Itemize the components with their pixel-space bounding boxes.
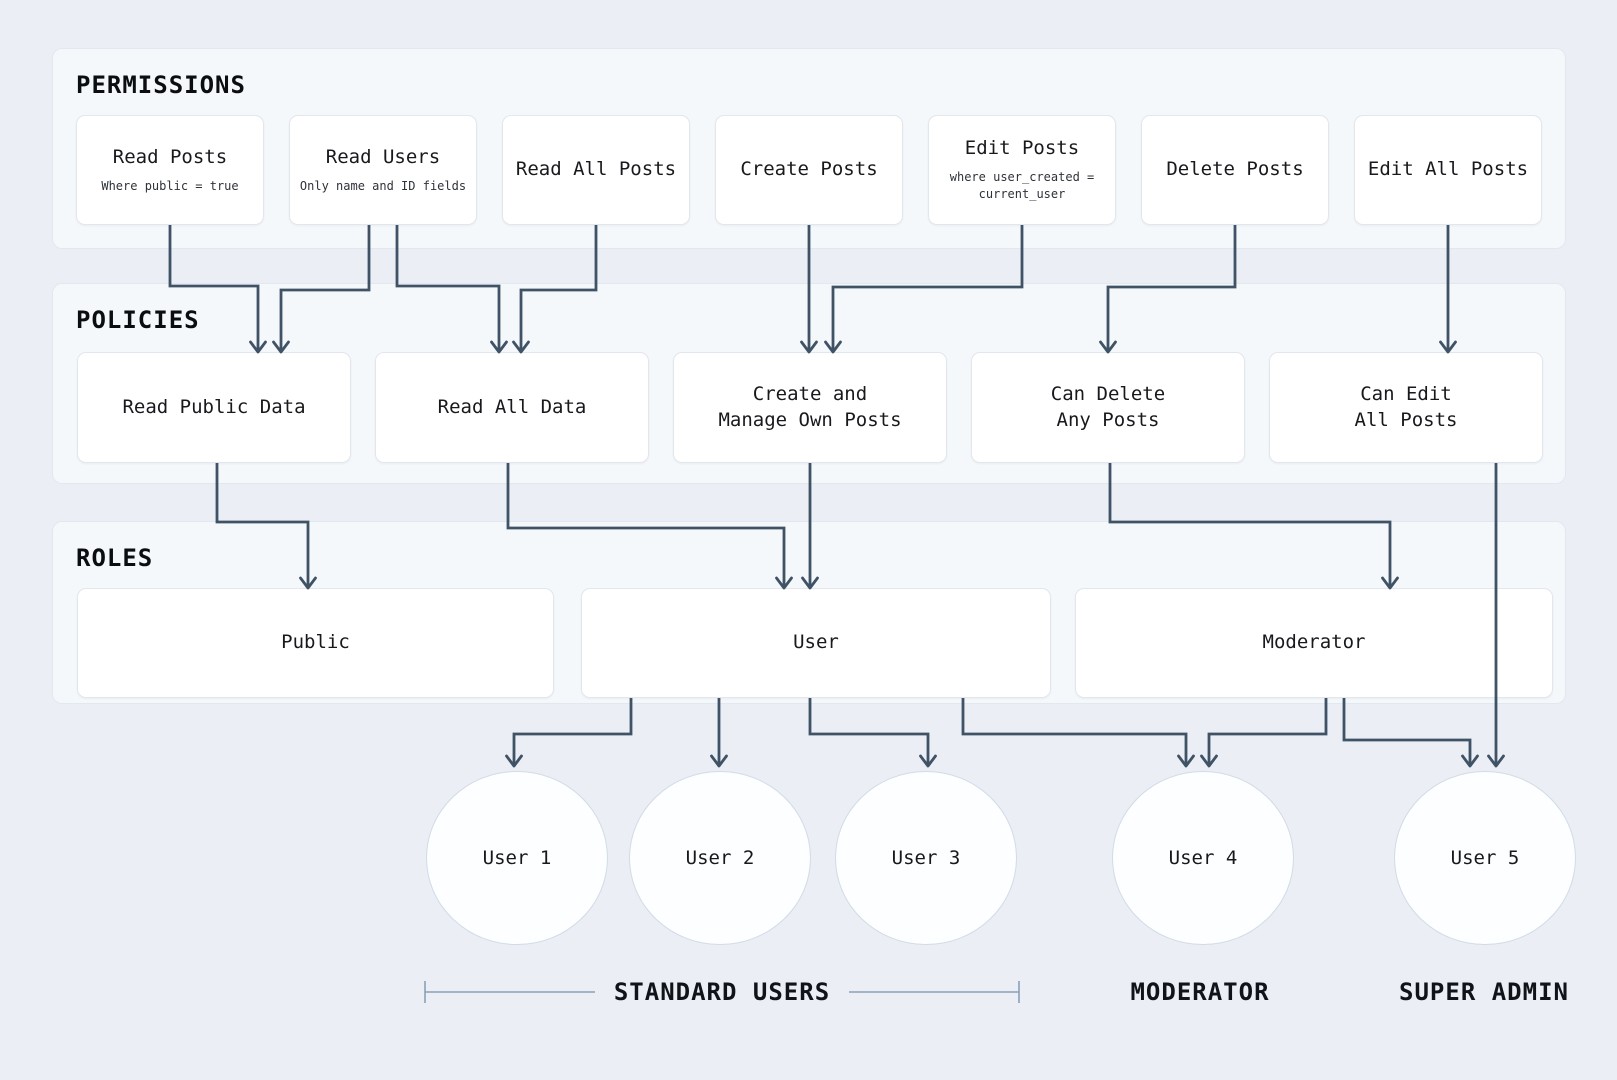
- policy-node-read-all-data: Read All Data: [375, 352, 649, 463]
- edge-user-to-user-2: [710, 698, 728, 768]
- user-circle-4: User 4: [1112, 771, 1294, 945]
- user-circle-label: User 2: [685, 847, 755, 869]
- arrowhead: [1487, 754, 1505, 768]
- permission-node-read-users: Read Users Only name and ID fields: [289, 115, 477, 225]
- permission-node-edit-posts: Edit Posts where user_created = current_…: [928, 115, 1116, 225]
- edge-user-to-user-3: [808, 698, 937, 768]
- node-title: Public: [281, 631, 350, 654]
- group-label-moderator: MODERATOR: [1130, 978, 1270, 1006]
- user-circle-label: User 5: [1450, 847, 1520, 869]
- policies-section-title: POLICIES: [76, 306, 200, 334]
- node-subtitle: Where public = true: [101, 178, 239, 193]
- edge-moderator-to-user-4: [1200, 698, 1328, 768]
- permission-node-delete-posts: Delete Posts: [1141, 115, 1329, 225]
- permission-node-read-all-posts: Read All Posts: [502, 115, 690, 225]
- arrowhead: [1177, 754, 1195, 768]
- node-title: Moderator: [1262, 631, 1366, 654]
- permission-node-read-posts: Read Posts Where public = true: [76, 115, 264, 225]
- user-circle-3: User 3: [835, 771, 1017, 945]
- user-circle-5: User 5: [1394, 771, 1576, 945]
- node-title: User: [793, 631, 839, 654]
- node-title: Create and Manage Own Posts: [718, 382, 902, 431]
- edge-user-to-user-4: [961, 698, 1195, 768]
- node-title: Edit All Posts: [1367, 158, 1529, 181]
- user-circle-2: User 2: [629, 771, 811, 945]
- user-circle-label: User 3: [891, 847, 961, 869]
- node-title: Read Users: [325, 145, 441, 168]
- node-title: Can Delete Any Posts: [1050, 382, 1166, 431]
- node-title: Read All Posts: [515, 158, 677, 181]
- policy-node-can-delete-any-posts: Can Delete Any Posts: [971, 352, 1245, 463]
- edge-moderator-to-user-5: [1342, 698, 1479, 768]
- edge-user-to-user-1: [505, 698, 633, 768]
- role-node-user: User: [581, 588, 1051, 698]
- user-circle-1: User 1: [426, 771, 608, 945]
- arrowhead: [505, 754, 523, 768]
- node-title: Read Posts: [112, 145, 228, 168]
- group-label-super-admin: SUPER ADMIN: [1399, 978, 1569, 1006]
- node-title: Edit Posts: [964, 137, 1080, 160]
- node-title: Can Edit All Posts: [1354, 382, 1458, 431]
- node-title: Delete Posts: [1166, 158, 1304, 181]
- role-node-moderator: Moderator: [1075, 588, 1553, 698]
- policy-node-create-manage-own-posts: Create and Manage Own Posts: [673, 352, 947, 463]
- arrowhead: [1461, 754, 1479, 768]
- policy-node-read-public-data: Read Public Data: [77, 352, 351, 463]
- arrowhead: [710, 754, 728, 768]
- node-subtitle: Only name and ID fields: [299, 178, 467, 193]
- arrowhead: [1200, 754, 1218, 768]
- roles-section-title: ROLES: [76, 544, 154, 572]
- arrowhead: [919, 754, 937, 768]
- node-subtitle: where user_created = current_user: [949, 169, 1095, 202]
- permission-node-edit-all-posts: Edit All Posts: [1354, 115, 1542, 225]
- permission-node-create-posts: Create Posts: [715, 115, 903, 225]
- policy-node-can-edit-all-posts: Can Edit All Posts: [1269, 352, 1543, 463]
- group-label-standard-users: STANDARD USERS: [613, 978, 831, 1006]
- permissions-section-title: PERMISSIONS: [76, 71, 246, 99]
- node-title: Read Public Data: [122, 395, 306, 418]
- user-circle-label: User 1: [482, 847, 552, 869]
- node-title: Read All Data: [437, 395, 587, 418]
- node-title: Create Posts: [740, 158, 878, 181]
- user-circle-label: User 4: [1168, 847, 1238, 869]
- role-node-public: Public: [77, 588, 554, 698]
